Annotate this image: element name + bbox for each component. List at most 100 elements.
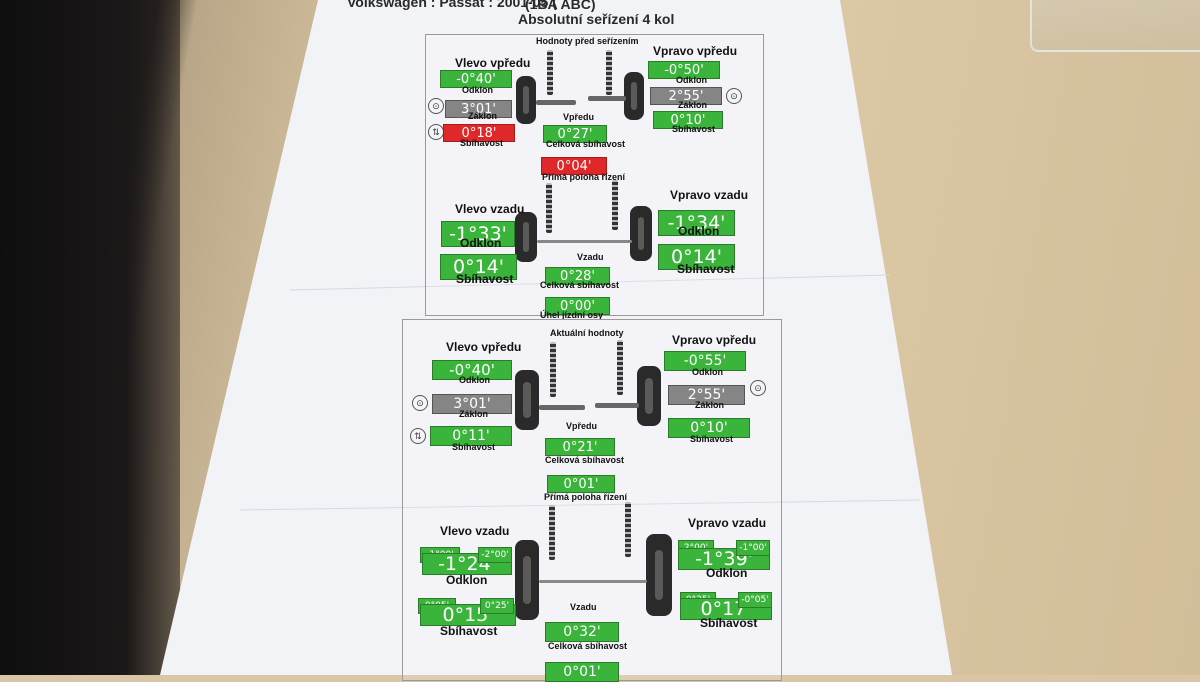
- thrust-angle-label: Úhel jízdní osy: [540, 310, 604, 320]
- toe-tolerance: -0°05': [738, 592, 772, 608]
- front-right-toe: 0°10': [653, 111, 723, 129]
- front-left-toe: 0°18': [443, 124, 515, 142]
- total-toe-label: Celková sbíhavost: [548, 641, 628, 651]
- toe-label: Sbíhavost: [440, 624, 498, 638]
- camber-label: Odklon: [460, 236, 502, 250]
- wheel-icon: [515, 540, 539, 620]
- toe-label: Sbíhavost: [452, 442, 496, 452]
- front-left-camber: -0°40': [440, 70, 512, 88]
- camber-label: Odklon: [459, 375, 490, 385]
- front-left-label: Vlevo vpředu: [446, 340, 522, 354]
- front-steering-position: 0°04': [541, 157, 607, 175]
- rear-total-toe: 0°32': [545, 622, 619, 642]
- wheel-icon: [637, 366, 661, 426]
- wheel-icon: [630, 206, 652, 261]
- rear-left-toe: 0°14': [440, 254, 517, 280]
- before-title: Hodnoty před seřízením: [536, 36, 639, 46]
- toe-label: Sbíhavost: [677, 262, 735, 276]
- toe-label: Sbíhavost: [456, 272, 514, 286]
- strut-icon: [549, 505, 555, 560]
- front-left-toe: 0°11': [430, 426, 512, 446]
- camber-label: Odklon: [692, 367, 723, 377]
- wheel-icon: [646, 534, 672, 616]
- front-total-toe: 0°27': [543, 125, 607, 143]
- rear-right-toe: 0°14': [658, 244, 735, 270]
- total-toe-label: Celková sbíhavost: [546, 139, 626, 149]
- control-arm: [595, 403, 639, 408]
- toe-label: Sbíhavost: [672, 124, 716, 134]
- rear-axle: [539, 580, 647, 583]
- front-right-caster: 2°55': [668, 385, 745, 405]
- wheel-icon: [515, 370, 539, 430]
- caster-icon: ⊙: [750, 380, 766, 396]
- toe-tolerance: 0°25': [480, 598, 514, 614]
- camber-label: Odklon: [676, 75, 707, 85]
- rear-thrust-angle: 0°01': [545, 662, 619, 682]
- wheel-icon: [624, 72, 644, 120]
- rear-left-label: Vlevo vzadu: [440, 524, 510, 538]
- toe-label: Sbíhavost: [460, 138, 504, 148]
- total-toe-label: Celková sbíhavost: [545, 455, 625, 465]
- caster-label: Záklon: [678, 100, 708, 110]
- report-title: Absolutní seřízení 4 kol: [518, 11, 675, 27]
- camber-tolerance: -2°00': [478, 547, 512, 563]
- front-left-label: Vlevo vpředu: [455, 56, 531, 70]
- front-right-toe: 0°10': [668, 418, 750, 438]
- camber-label: Odklon: [706, 566, 748, 580]
- dark-background: [0, 0, 180, 675]
- front-axle-label: Vpředu: [566, 421, 598, 431]
- caster-label: Záklon: [695, 400, 725, 410]
- camber-label: Odklon: [446, 573, 488, 587]
- front-left-caster: 3°01': [445, 100, 512, 118]
- camber-tolerance: -1°00': [736, 540, 770, 556]
- front-axle-label: Vpředu: [563, 112, 595, 122]
- toe-icon: ⇅: [428, 124, 444, 140]
- toe-icon: ⇅: [410, 428, 426, 444]
- control-arm: [536, 100, 576, 105]
- front-right-camber: -0°50': [648, 61, 720, 79]
- front-right-caster: 2°55': [650, 87, 722, 105]
- drinking-glass: [1030, 0, 1200, 52]
- strut-icon: [550, 342, 556, 397]
- rear-thrust-angle: 0°00': [545, 297, 610, 315]
- caster-icon: ⊙: [726, 88, 742, 104]
- wheel-icon: [515, 212, 537, 262]
- rear-right-label: Vpravo vzadu: [670, 188, 749, 202]
- steering-position-label: Přímá poloha řízení: [544, 492, 628, 502]
- rear-left-label: Vlevo vzadu: [455, 202, 525, 216]
- strut-icon: [547, 50, 553, 95]
- control-arm: [588, 96, 626, 101]
- vehicle-title: Volkswagen : Passat : 2001-05 (: [347, 0, 557, 10]
- total-toe-label: Celková sbíhavost: [540, 280, 620, 290]
- front-right-label: Vpravo vpředu: [672, 333, 757, 347]
- front-total-toe: 0°21': [545, 438, 615, 456]
- toe-label: Sbíhavost: [690, 434, 734, 444]
- current-title: Aktuální hodnoty: [550, 328, 624, 338]
- steering-position-label: Přímá poloha řízení: [542, 172, 626, 182]
- toe-label: Sbíhavost: [700, 616, 758, 630]
- caster-icon: ⊙: [412, 395, 428, 411]
- control-arm: [539, 405, 585, 410]
- front-steering-position: 0°01': [547, 475, 615, 493]
- caster-label: Záklon: [459, 409, 489, 419]
- front-left-caster: 3°01': [432, 394, 512, 414]
- front-left-camber: -0°40': [432, 360, 512, 380]
- camber-label: Odklon: [678, 224, 720, 238]
- strut-icon: [606, 50, 612, 95]
- rear-left-camber: -1°33': [441, 221, 515, 247]
- rear-axle: [537, 240, 632, 243]
- wheel-icon: [516, 76, 536, 124]
- front-right-label: Vpravo vpředu: [653, 44, 738, 58]
- strut-icon: [625, 502, 631, 557]
- rear-total-toe: 0°28': [545, 267, 610, 285]
- front-right-camber: -0°55': [664, 351, 746, 371]
- strut-icon: [546, 183, 552, 233]
- rear-right-camber: -1°34': [658, 210, 735, 236]
- strut-icon: [612, 180, 618, 230]
- rear-right-label: Vpravo vzadu: [688, 516, 767, 530]
- vehicle-code: (1BA ABC): [525, 0, 596, 12]
- rear-axle-label: Vzadu: [577, 252, 604, 262]
- caster-label: Záklon: [468, 111, 498, 121]
- rear-axle-label: Vzadu: [570, 602, 597, 612]
- strut-icon: [617, 340, 623, 395]
